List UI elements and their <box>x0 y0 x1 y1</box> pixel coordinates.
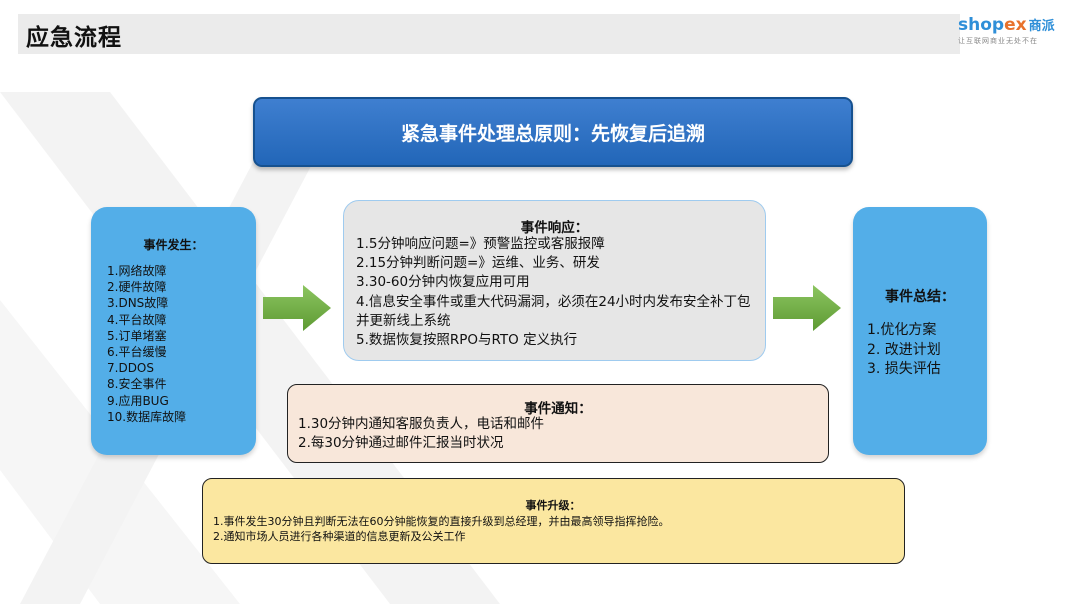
notification-heading: 事件通知： <box>524 401 592 417</box>
summary-list: 1.优化方案 2. 改进计划 3. 损失评估 <box>867 321 941 380</box>
title-bar <box>18 14 960 54</box>
logo-brand-cn: 商派 <box>1028 19 1055 34</box>
occurrence-box: 事件发生： 1.网络故障 2.硬件故障 3.DNS故障 4.平台故障 5.订单堵… <box>91 207 256 455</box>
list-item: 1.网络故障 <box>107 264 167 278</box>
list-item: 9.应用BUG <box>107 393 169 408</box>
list-item: 8.安全事件 <box>107 377 167 392</box>
logo-brand-x: ex <box>1004 15 1027 35</box>
list-item: 2.15分钟判断问题=》运维、业务、研发 <box>356 255 600 272</box>
list-item: 1.事件发生30分钟且判断无法在60分钟能恢复的直接升级到总经理，并由最高领导指… <box>213 515 670 528</box>
flow-arrow-right-icon <box>773 285 841 331</box>
list-item: 10.数据库故障 <box>107 409 187 424</box>
principle-banner: 紧急事件处理总原则：先恢复后追溯 <box>253 97 853 167</box>
logo-brand-text: shop <box>958 15 1005 35</box>
response-heading: 事件响应： <box>520 220 589 236</box>
list-item: 2. 改进计划 <box>867 341 941 358</box>
occurrence-heading: 事件发生： <box>143 238 204 252</box>
response-box: 事件响应： 1.5分钟响应问题=》预警监控或客服报障 2.15分钟判断问题=》运… <box>343 200 766 361</box>
page-title: 应急流程 <box>26 25 122 51</box>
escalation-list: 1.事件发生30分钟且判断无法在60分钟能恢复的直接升级到总经理，并由最高领导指… <box>213 514 670 544</box>
list-item: 4.信息安全事件或重大代码漏洞，必须在24小时内发布安全补丁包并更新线上系统 <box>356 293 751 329</box>
list-item: 5.订单堵塞 <box>107 328 167 343</box>
summary-heading: 事件总结： <box>885 289 955 305</box>
occurrence-list: 1.网络故障 2.硬件故障 3.DNS故障 4.平台故障 5.订单堵塞 6.平台… <box>107 263 186 425</box>
list-item: 5.数据恢复按照RPO与RTO 定义执行 <box>356 332 578 349</box>
escalation-heading: 事件升级： <box>525 499 581 512</box>
logo-slogan: 让互联网商业无处不在 <box>958 37 1038 45</box>
list-item: 2.每30分钟通过邮件汇报当时状况 <box>298 435 504 451</box>
notification-box: 事件通知： 1.30分钟内通知客服负责人，电话和邮件 2.每30分钟通过邮件汇报… <box>287 384 829 463</box>
flow-arrow-right-icon <box>263 285 331 331</box>
list-item: 3. 损失评估 <box>867 361 941 377</box>
list-item: 2.通知市场人员进行各种渠道的信息更新及公关工作 <box>213 530 466 543</box>
response-list: 1.5分钟响应问题=》预警监控或客服报障 2.15分钟判断问题=》运维、业务、研… <box>356 235 756 350</box>
list-item: 1.优化方案 <box>867 322 937 338</box>
list-item: 3.DNS故障 <box>107 296 169 311</box>
list-item: 1.30分钟内通知客服负责人，电话和邮件 <box>298 416 545 432</box>
list-item: 3.30-60分钟内恢复应用可用 <box>356 274 530 291</box>
list-item: 4.平台故障 <box>107 312 167 327</box>
escalation-box: 事件升级： 1.事件发生30分钟且判断无法在60分钟能恢复的直接升级到总经理，并… <box>202 478 905 564</box>
notification-list: 1.30分钟内通知客服负责人，电话和邮件 2.每30分钟通过邮件汇报当时状况 <box>298 415 544 453</box>
summary-box: 事件总结： 1.优化方案 2. 改进计划 3. 损失评估 <box>853 207 987 455</box>
list-item: 7.DDOS <box>107 361 154 376</box>
list-item: 1.5分钟响应问题=》预警监控或客服报障 <box>356 236 605 252</box>
list-item: 2.硬件故障 <box>107 280 167 295</box>
list-item: 6.平台缓慢 <box>107 345 167 360</box>
